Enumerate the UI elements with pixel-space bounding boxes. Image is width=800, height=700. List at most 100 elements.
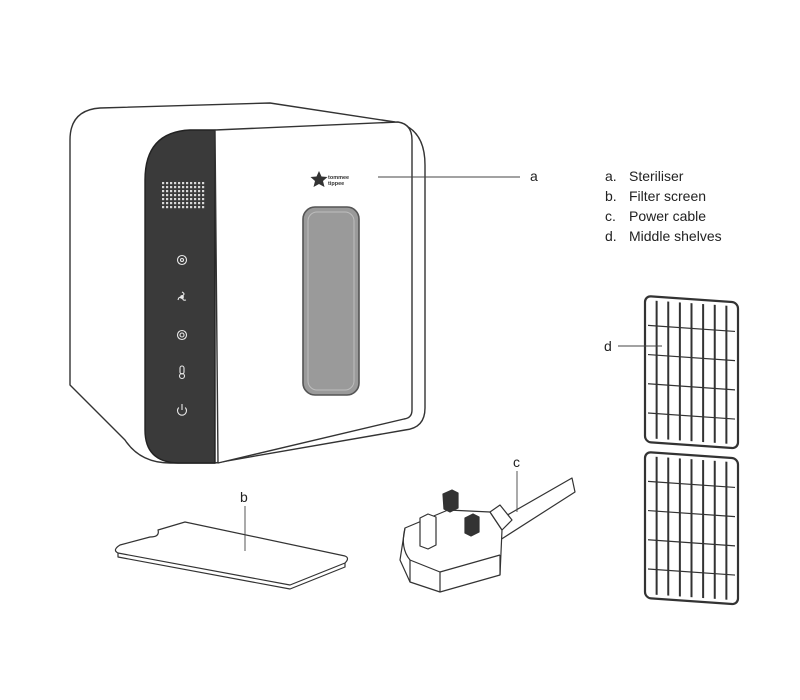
star-icon xyxy=(310,171,328,187)
grille-dot xyxy=(170,194,173,197)
grille-dot xyxy=(194,198,197,201)
legend-item: a. Steriliser xyxy=(605,166,722,186)
grille-dot xyxy=(182,190,185,193)
grille-dot xyxy=(194,186,197,189)
grille-dot xyxy=(182,182,185,185)
grille-dot xyxy=(190,198,193,201)
grille-dot xyxy=(198,190,201,193)
grille-dot xyxy=(198,206,201,209)
legend-label: Power cable xyxy=(629,208,707,224)
shelf-wire xyxy=(648,539,735,547)
callout-label-b: b xyxy=(240,489,248,505)
shelf-wire xyxy=(648,412,735,420)
legend-key: d. xyxy=(605,228,617,244)
grille-dot xyxy=(166,202,169,205)
thermometer-icon[interactable] xyxy=(178,365,186,380)
dry-icon[interactable] xyxy=(176,329,188,341)
grille-dot xyxy=(162,190,165,193)
shelf-wire xyxy=(648,383,735,391)
grille-dot xyxy=(186,198,189,201)
brand-logo: tommee tippee xyxy=(310,171,349,187)
callout-label-d: d xyxy=(604,338,612,354)
grille-dot xyxy=(162,194,165,197)
grille-dot xyxy=(162,202,165,205)
grille-dot xyxy=(186,206,189,209)
legend-key: c. xyxy=(605,208,616,224)
legend-item: b. Filter screen xyxy=(605,186,722,206)
grille-dot xyxy=(194,182,197,185)
grille-dot xyxy=(194,206,197,209)
shelf-wire xyxy=(648,480,735,489)
grille-dot xyxy=(202,198,205,201)
grille-dot xyxy=(178,198,181,201)
callout-label-a: a xyxy=(530,168,538,184)
grille-dot xyxy=(174,186,177,189)
grille-dot xyxy=(194,194,197,197)
grille-dot xyxy=(178,202,181,205)
grille-dot xyxy=(178,186,181,189)
legend-item: c. Power cable xyxy=(605,206,722,226)
sterilise-icon[interactable] xyxy=(176,254,188,266)
grille-dot xyxy=(182,198,185,201)
grille-dot xyxy=(178,206,181,209)
grille-dot xyxy=(182,206,185,209)
filter-screen xyxy=(114,521,349,590)
fan-icon[interactable] xyxy=(177,291,187,301)
middle-shelf-top xyxy=(643,295,740,450)
grille-dot xyxy=(186,202,189,205)
grille-dot xyxy=(190,202,193,205)
control-panel xyxy=(144,129,216,464)
grille-dot xyxy=(166,186,169,189)
shelf-wire xyxy=(648,568,735,576)
grille-dot xyxy=(182,186,185,189)
grille-dot xyxy=(198,186,201,189)
grille-dot xyxy=(174,182,177,185)
brand-name-line2: tippee xyxy=(328,181,344,187)
grille-dot xyxy=(178,190,181,193)
shelf-frame xyxy=(643,295,740,450)
grille-dot xyxy=(170,198,173,201)
grille-dot xyxy=(198,198,201,201)
grille-dot xyxy=(166,182,169,185)
plug-body xyxy=(399,509,503,593)
grille-dot xyxy=(202,182,205,185)
grille-dot xyxy=(166,198,169,201)
grille-dot xyxy=(198,194,201,197)
grille-dot xyxy=(174,206,177,209)
grille-dot xyxy=(186,194,189,197)
grille-dot xyxy=(194,202,197,205)
grille-dot xyxy=(194,190,197,193)
shelf-wire xyxy=(648,509,735,518)
door-window-inner xyxy=(307,211,355,391)
grille-dot xyxy=(170,202,173,205)
callout-label-c: c xyxy=(513,454,520,470)
grille-dot xyxy=(162,198,165,201)
grille-dot xyxy=(202,202,205,205)
grille-dot xyxy=(190,194,193,197)
power-cable xyxy=(399,477,576,593)
plug-pins xyxy=(419,489,480,550)
grille-dot xyxy=(186,186,189,189)
legend-label: Steriliser xyxy=(629,168,684,184)
shelf-wire xyxy=(648,353,735,362)
legend-label: Filter screen xyxy=(629,188,707,204)
speaker-grille xyxy=(162,182,205,209)
grille-dot xyxy=(182,194,185,197)
shelf-wire xyxy=(648,324,735,333)
grille-dot xyxy=(186,182,189,185)
grille-dot xyxy=(170,182,173,185)
grille-dot xyxy=(162,206,165,209)
grille-dot xyxy=(190,206,193,209)
power-icon[interactable] xyxy=(176,404,188,416)
grille-dot xyxy=(174,202,177,205)
legend-key: a. xyxy=(605,168,617,184)
grille-dot xyxy=(166,190,169,193)
steriliser xyxy=(69,102,426,464)
grille-dot xyxy=(174,190,177,193)
grille-dot xyxy=(202,194,205,197)
shelf-frame xyxy=(643,451,740,606)
grille-dot xyxy=(198,202,201,205)
door-window xyxy=(302,206,360,396)
grille-dot xyxy=(202,190,205,193)
